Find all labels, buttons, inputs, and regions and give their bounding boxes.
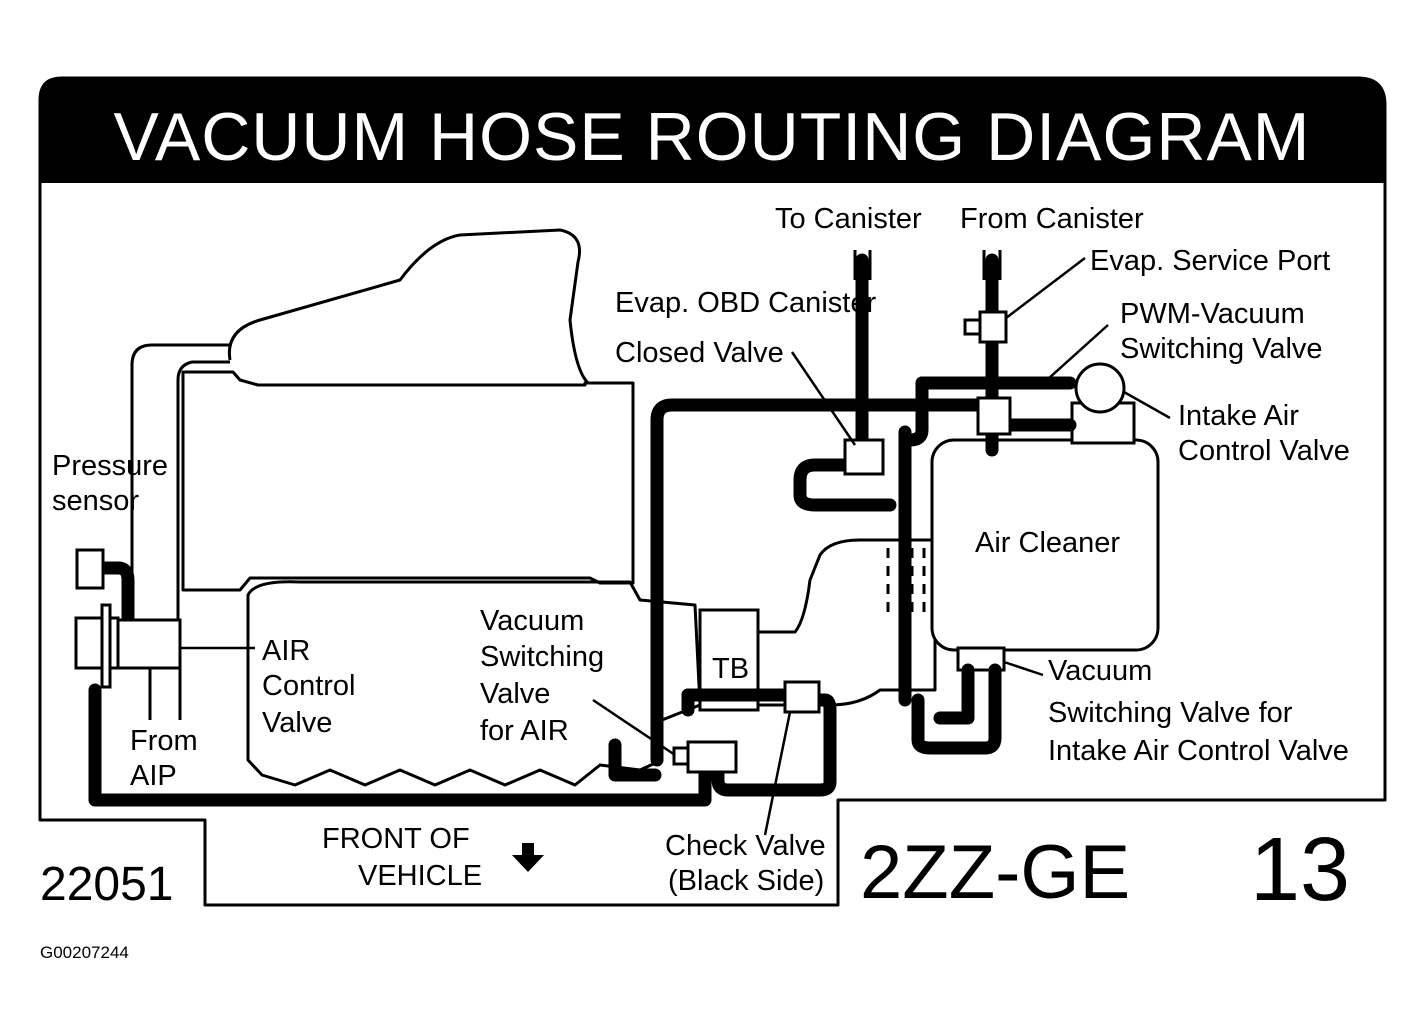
intake-chamber	[227, 228, 590, 385]
vsv-iacv-label-3: Intake Air Control Valve	[1048, 735, 1349, 767]
outer-tube-2	[176, 360, 230, 620]
pressure-label-1: Pressure	[52, 450, 168, 482]
title: VACUUM HOSE ROUTING DIAGRAM	[114, 99, 1311, 175]
number-right: 13	[1250, 820, 1350, 920]
vsv-air-label-4: for AIR	[480, 715, 569, 747]
from-aip-label-2: AIP	[130, 760, 177, 792]
intake-label-2: Control Valve	[1178, 435, 1350, 467]
engine-cover	[181, 370, 635, 592]
air-cleaner	[930, 438, 1160, 652]
check-valve-label-1: Check Valve	[665, 830, 826, 862]
to-canister-label: To Canister	[775, 203, 922, 235]
air-control-valve-plate	[100, 603, 112, 689]
evap-service-port-nub	[963, 318, 982, 336]
intake-label-1: Intake Air	[1178, 400, 1299, 432]
evap-service-port-label: Evap. Service Port	[1090, 245, 1330, 277]
canister-pipes	[853, 250, 1002, 280]
air-control-valve-body	[116, 618, 182, 670]
tb-label: TB	[712, 653, 749, 685]
from-aip-pipes	[148, 668, 182, 720]
air-control-label-3: Valve	[262, 707, 332, 739]
vsv-air-label-1: Vacuum	[480, 605, 584, 637]
air-cleaner-label: Air Cleaner	[975, 527, 1120, 559]
vsv-air-label-3: Valve	[480, 678, 550, 710]
pwm-label-1: PWM-Vacuum	[1120, 298, 1305, 330]
check-valve	[783, 680, 821, 714]
air-control-label-1: AIR	[262, 635, 310, 667]
air-control-valve-flange	[74, 616, 120, 670]
figure-id: G00207244	[40, 943, 129, 962]
front-arrow-icon	[512, 843, 544, 872]
air-control-label-2: Control	[262, 670, 356, 702]
vsv-for-air	[686, 740, 738, 774]
leader-lines	[180, 257, 1171, 836]
intake-air-control-valve-dome	[1074, 362, 1126, 414]
front-of-vehicle-label-2: VEHICLE	[358, 860, 482, 892]
vsv-iacv-label-1: Vacuum	[1048, 655, 1152, 687]
check-valve-label-2: (Black Side)	[668, 865, 824, 897]
evap-obd-label-2: Closed Valve	[615, 337, 784, 369]
pwm-vsv	[976, 396, 1012, 436]
intake-duct	[758, 538, 937, 707]
engine-code: 2ZZ-GE	[860, 830, 1130, 915]
vacuum-hoses	[88, 253, 1077, 807]
number-left: 22051	[40, 858, 173, 911]
vsv-for-air-nub	[672, 746, 690, 766]
evap-obd-label-1: Evap. OBD Canister	[615, 287, 876, 319]
vsv-iacv-label-2: Switching Valve for	[1048, 697, 1293, 729]
outer-tube	[130, 343, 230, 620]
pressure-label-2: sensor	[52, 485, 139, 517]
title-band	[40, 78, 1385, 183]
front-of-vehicle-label-1: FRONT OF	[322, 823, 470, 855]
vsv-air-label-2: Switching	[480, 641, 604, 673]
pressure-sensor	[75, 548, 105, 590]
pwm-label-2: Switching Valve	[1120, 333, 1323, 365]
from-aip-label-1: From	[130, 725, 198, 757]
evap-obd-closed-valve	[843, 438, 885, 476]
evap-service-port	[978, 310, 1008, 344]
from-canister-label: From Canister	[960, 203, 1144, 235]
